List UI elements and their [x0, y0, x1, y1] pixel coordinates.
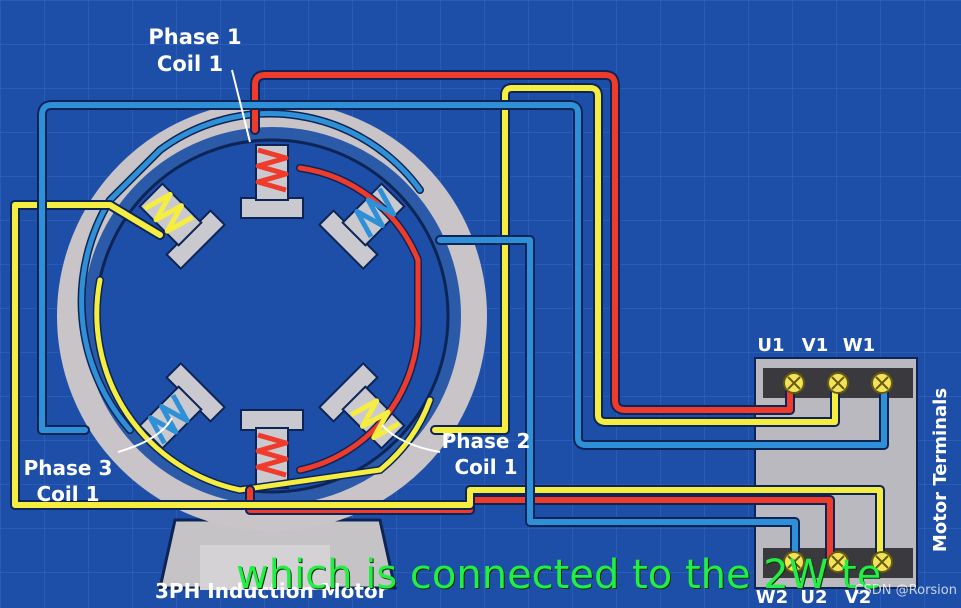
phase3-coil-bottom-left [147, 393, 190, 445]
terminal-label-u2: U2 [800, 587, 827, 608]
phase1-label-line1: Phase 1 [148, 25, 241, 49]
terminal-label-u1: U1 [757, 335, 784, 356]
phase2-coil-bottom-right [349, 398, 401, 441]
motor-base [158, 518, 397, 590]
phase3-leader [117, 417, 173, 453]
terminal-w2 [783, 551, 805, 573]
motor-terminals-title: Motor Terminals [930, 388, 951, 552]
terminal-u1 [783, 372, 805, 394]
terminal-w1 [871, 372, 893, 394]
winding-arcs [77, 109, 434, 495]
phase2-coil-top-right [354, 187, 397, 239]
terminal-screws [783, 372, 893, 573]
phase1-coil-top [255, 147, 289, 193]
terminal-label-v1: V1 [802, 335, 828, 356]
terminal-v2 [871, 551, 893, 573]
phase3-label-line2: Coil 1 [36, 482, 99, 506]
phase1-coil-bottom [255, 432, 289, 478]
terminal-label-w1: W1 [843, 335, 875, 356]
phase3-coil-top-left [143, 191, 195, 234]
wiring [10, 70, 889, 565]
phase2-leader [381, 424, 441, 453]
red-wire-u1 [252, 72, 793, 413]
yellow-wire-v1 [432, 85, 838, 433]
terminal-label-w2: W2 [756, 587, 788, 608]
motor-name-label: 3PH Induction Motor [155, 579, 388, 603]
terminal-v1 [827, 372, 849, 394]
coils [143, 147, 401, 478]
terminal-u2 [827, 551, 849, 573]
blue-wire-w1 [39, 102, 887, 448]
terminal-label-v2: V2 [845, 587, 871, 608]
leader-lines [117, 69, 441, 453]
watermark: CSDN @Rorsion [854, 583, 957, 598]
phase2-label-line1: Phase 2 [442, 429, 531, 453]
blue-wire-w2 [437, 237, 798, 563]
phase3-label-line1: Phase 3 [24, 456, 113, 480]
phase1-label-line2: Coil 1 [157, 52, 223, 76]
phase2-label-line2: Coil 1 [454, 455, 517, 479]
yellow-wire-v2 [12, 202, 883, 563]
video-subtitle: which is connected to the 2W te [236, 552, 882, 598]
phase1-leader [231, 69, 251, 143]
